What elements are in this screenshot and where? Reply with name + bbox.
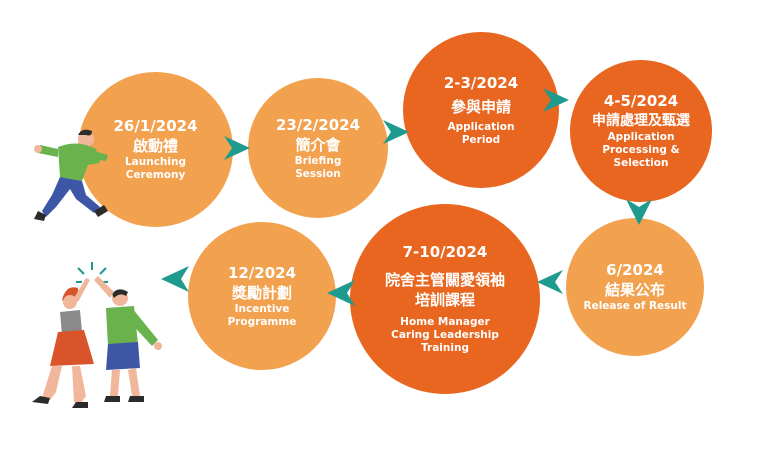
step-title-en-line: Ceremony xyxy=(125,169,186,181)
running-person-illustration xyxy=(34,129,108,221)
step-date: 12/2024 xyxy=(227,263,297,282)
step-title-en-line: Home Manager xyxy=(400,316,490,328)
arrow-right-icon xyxy=(383,120,409,144)
arrow-right-icon xyxy=(543,88,569,112)
step-date: 4-5/2024 xyxy=(603,92,679,110)
step-title-zh: 獎勵計劃 xyxy=(231,283,292,302)
step-title-zh: 參與申請 xyxy=(450,97,511,116)
arrow-left-icon xyxy=(537,270,563,294)
step-launching-ceremony: 26/1/2024 啟動禮 Launching Ceremony xyxy=(78,72,233,227)
step-title-zh: 結果公布 xyxy=(604,281,665,299)
step-briefing-session: 23/2/2024 簡介會 Briefing Session xyxy=(248,78,388,218)
step-date: 23/2/2024 xyxy=(275,115,361,134)
step-title-en-line: Session xyxy=(295,167,341,180)
step-processing-selection: 4-5/2024 申請處理及甄選 Application Processing … xyxy=(570,60,712,202)
step-title-en-line: Incentive xyxy=(234,302,290,315)
step-date: 6/2024 xyxy=(606,261,664,279)
step-title-en-line: Launching xyxy=(124,156,187,168)
step-title-en-line: Programme xyxy=(227,315,297,328)
step-date: 26/1/2024 xyxy=(113,117,198,135)
step-title-en-line: Processing & xyxy=(602,144,680,156)
step-leadership-training: 7-10/2024 院舍主管關愛領袖 培訓課程 Home Manager Car… xyxy=(350,204,540,394)
step-title-en-line: Application xyxy=(447,120,515,133)
step-title-zh: 申請處理及甄選 xyxy=(592,113,690,129)
step-title-zh: 培訓課程 xyxy=(414,291,475,309)
arrow-left-icon xyxy=(327,280,355,306)
step-title-en-line: Release of Result xyxy=(583,300,687,312)
step-date: 7-10/2024 xyxy=(402,243,488,261)
step-date: 2-3/2024 xyxy=(443,73,519,92)
step-title-en-line: Period xyxy=(461,133,501,146)
step-title-zh: 院舍主管關愛領袖 xyxy=(384,271,505,289)
arrow-left-icon xyxy=(161,266,189,292)
step-release-of-result: 6/2024 結果公布 Release of Result xyxy=(566,218,704,356)
step-incentive-programme: 12/2024 獎勵計劃 Incentive Programme xyxy=(188,222,336,370)
step-title-en-line: Briefing xyxy=(294,154,342,167)
high-five-couple-illustration xyxy=(32,262,162,408)
step-title-en-line: Training xyxy=(421,342,469,354)
step-title-en-line: Application xyxy=(607,131,675,143)
step-application-period: 2-3/2024 參與申請 Application Period xyxy=(403,32,559,188)
arrow-down-icon xyxy=(626,199,652,225)
step-title-zh: 簡介會 xyxy=(295,135,341,154)
arrow-right-icon xyxy=(224,136,250,160)
step-title-zh: 啟動禮 xyxy=(132,137,178,155)
step-title-en-line: Selection xyxy=(613,157,669,169)
step-title-en-line: Caring Leadership xyxy=(391,329,499,341)
